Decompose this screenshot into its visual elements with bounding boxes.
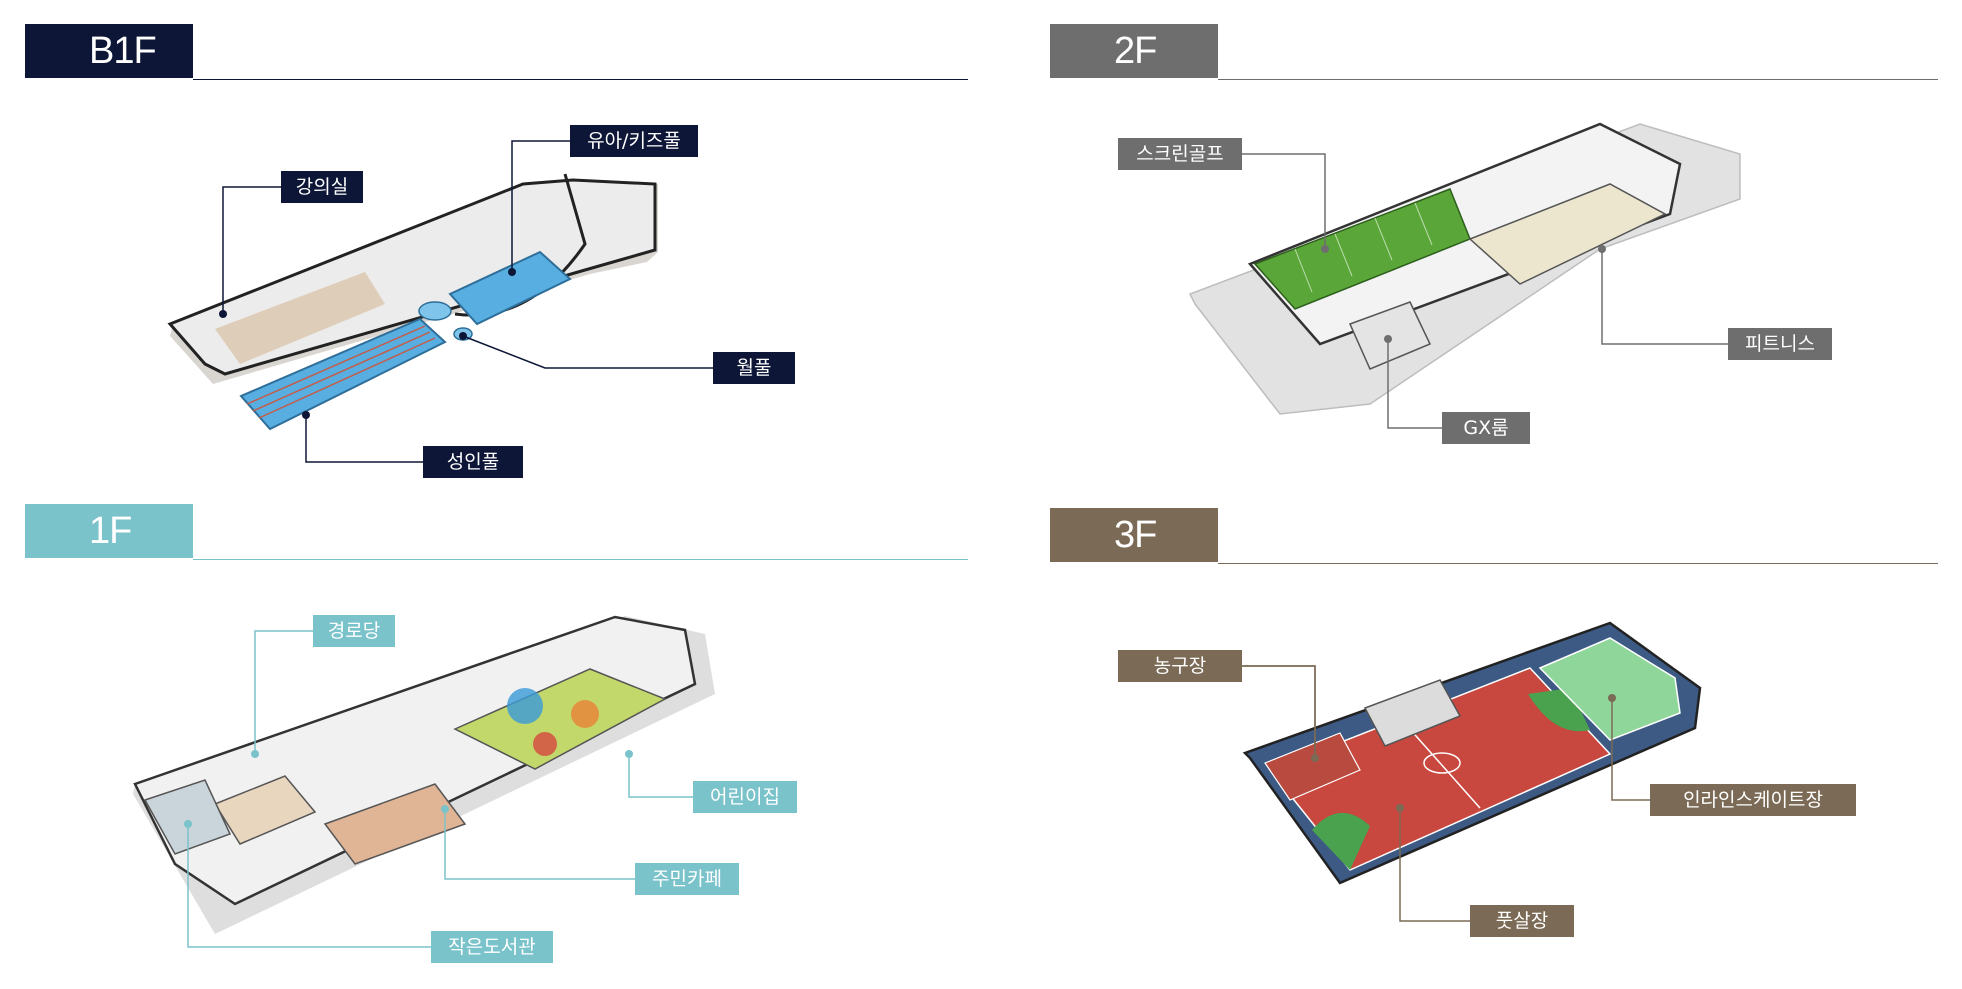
kids-pool-leader-line	[511, 140, 570, 272]
1f-floor-top	[133, 615, 697, 906]
2f-building	[1188, 122, 1741, 415]
cafe-leader-line	[444, 809, 635, 880]
floor-header-3f: 3F	[1050, 508, 1938, 564]
floor-header-2f: 2F	[1050, 24, 1938, 80]
2f-golf-bay-lines	[1294, 202, 1433, 293]
1f-daycare-play-orange	[571, 700, 599, 728]
gx-leader-line	[1387, 339, 1442, 429]
callout-daycare: 어린이집	[693, 781, 797, 813]
callout-senior-center: 경로당	[313, 615, 395, 647]
callout-kids-pool: 유아/키즈풀	[570, 125, 698, 157]
golf-marker	[1321, 245, 1329, 253]
callout-resident-cafe: 주민카페	[635, 863, 739, 895]
1f-senior-room	[213, 775, 317, 845]
1f-daycare-floor	[453, 668, 667, 770]
callout-basketball-court: 농구장	[1118, 650, 1242, 682]
1f-library-area	[143, 779, 232, 855]
daycare-marker	[625, 750, 633, 758]
1f-daycare-play-blue	[507, 688, 543, 724]
3f-futsal-goal-area-left	[1312, 812, 1370, 870]
floor-plan-3f	[1242, 530, 1702, 922]
senior-leader-line	[254, 630, 313, 754]
floor-divider-1f	[193, 558, 968, 560]
floor-header-1f: 1F	[25, 504, 968, 560]
b1f-whirlpool-tub	[418, 301, 452, 321]
1f-cafe-area	[323, 783, 467, 865]
callout-whirlpool: 월풀	[713, 352, 795, 384]
golf-leader-line	[1242, 153, 1326, 249]
2f-fitness-area	[1468, 183, 1667, 285]
3f-locker-block	[1363, 679, 1462, 747]
callout-screen-golf: 스크린골프	[1118, 138, 1242, 170]
basketball-leader-spacer	[1242, 530, 1315, 606]
b1f-pool-lanes	[246, 325, 436, 419]
callout-futsal-court: 풋살장	[1470, 905, 1574, 937]
b1f-locker-area	[215, 272, 385, 364]
2f-gx-room	[1348, 301, 1432, 370]
callout-gx-room: GX룸	[1442, 412, 1530, 444]
gx-marker	[1384, 335, 1392, 343]
floor-plan-b1f	[167, 140, 713, 463]
callout-inline-rink: 인라인스케이트장	[1650, 784, 1856, 816]
fitness-leader-line	[1601, 249, 1728, 345]
floor-tag-3f: 3F	[1050, 508, 1218, 562]
b1f-building	[167, 173, 658, 431]
floor-tag-b1f: B1F	[25, 24, 193, 78]
1f-building	[133, 615, 715, 934]
whirlpool-marker	[459, 332, 467, 340]
floor-header-b1f: B1F	[25, 24, 968, 80]
2f-callouts	[1242, 153, 1728, 429]
adult-pool-leader-line	[305, 415, 423, 463]
lecture-leader-line	[222, 186, 281, 314]
floor-plan-2f	[1188, 122, 1741, 429]
fitness-marker	[1598, 245, 1606, 253]
senior-marker	[251, 750, 259, 758]
futsal-leader-line	[1399, 808, 1470, 922]
callout-adult-pool: 성인풀	[423, 446, 523, 478]
floor-plan-1f	[133, 615, 715, 948]
3f-building	[1242, 621, 1702, 885]
futsal-marker	[1396, 804, 1404, 812]
floor-divider-2f	[1218, 78, 1938, 80]
3f-inline-rink	[1538, 637, 1681, 741]
cafe-marker	[441, 805, 449, 813]
adult-pool-marker	[302, 411, 310, 419]
library-leader-line	[187, 824, 431, 948]
3f-callouts	[1242, 530, 1650, 922]
inline-marker	[1608, 694, 1616, 702]
callout-small-library: 작은도서관	[431, 931, 553, 963]
floor-panel-1f: 1F 경로당 어린이집 주민카페 작은도서관	[25, 504, 968, 974]
basketball-marker	[1311, 754, 1319, 762]
inline-leader-line	[1611, 698, 1650, 801]
floor-panel-2f: 2F 스크린골프 피트니스 GX룸	[1050, 24, 1938, 484]
floor-tag-2f: 2F	[1050, 24, 1218, 78]
b1f-callouts	[219, 140, 713, 463]
3f-futsal-center-circle	[1423, 752, 1461, 774]
callout-fitness: 피트니스	[1728, 328, 1832, 360]
library-marker	[184, 820, 192, 828]
b1f-kids-pool	[448, 250, 572, 326]
floor-divider-b1f	[193, 78, 968, 80]
whirlpool-leader-line	[462, 335, 713, 369]
floor-panel-b1f: B1F 강의실 유	[25, 24, 968, 484]
1f-callouts	[184, 630, 693, 948]
floor-panel-3f: 3F 농구장 인라인스케이트장 풋살장	[1050, 508, 1938, 974]
daycare-leader-line	[628, 754, 693, 798]
lecture-marker	[219, 310, 227, 318]
kids-pool-marker	[508, 268, 516, 276]
floor-divider-3f	[1218, 562, 1938, 564]
floor-tag-1f: 1F	[25, 504, 193, 558]
basketball-leader-line-main	[1242, 665, 1316, 758]
1f-daycare-play-red	[533, 732, 557, 756]
callout-lecture-room: 강의실	[281, 171, 363, 203]
